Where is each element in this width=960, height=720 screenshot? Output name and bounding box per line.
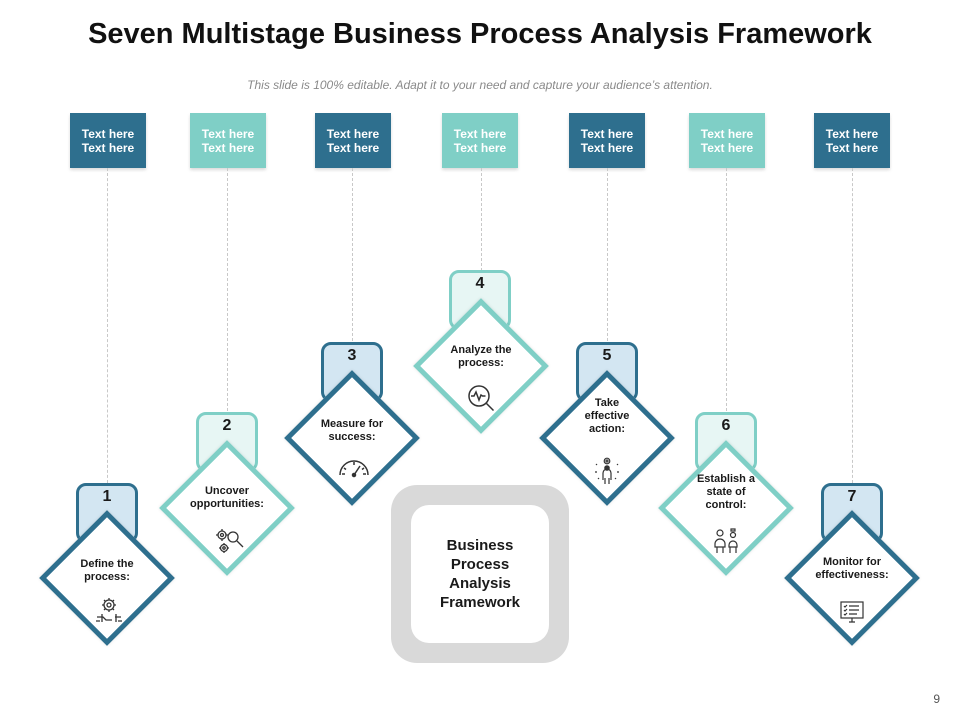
- top-box-line1: Text here: [700, 126, 754, 141]
- people-control-icon: [714, 528, 738, 553]
- top-box-5[interactable]: Text here Text here: [569, 113, 645, 168]
- step-number: 5: [602, 347, 612, 364]
- step-label-2: Uncover opportunities:: [190, 485, 264, 510]
- speedometer-icon: [339, 460, 369, 478]
- connector-line-6: [726, 168, 727, 416]
- step-number: 6: [721, 417, 731, 434]
- top-box-line2: Text here: [453, 140, 507, 155]
- step-number: 7: [847, 488, 857, 505]
- connector-line-5: [607, 168, 608, 346]
- top-box-line2: Text here: [81, 140, 135, 155]
- slide-subtitle: This slide is 100% editable. Adapt it to…: [247, 78, 713, 92]
- process-gear-hand-icon: [96, 598, 122, 622]
- top-box-3[interactable]: Text here Text here: [315, 113, 391, 168]
- connector-line-1: [107, 168, 108, 488]
- top-box-6[interactable]: Text here Text here: [689, 113, 765, 168]
- step-label-5: Take effective action:: [584, 397, 630, 435]
- top-box-line1: Text here: [81, 126, 135, 141]
- step-number: 3: [347, 347, 357, 364]
- page-number: 9: [933, 692, 940, 706]
- step-number: 2: [222, 417, 232, 434]
- center-card: Business Process Analysis Framework: [411, 505, 549, 643]
- center-label: Business Process Analysis Framework: [439, 537, 521, 611]
- top-box-2[interactable]: Text here Text here: [190, 113, 266, 168]
- top-box-line1: Text here: [580, 126, 634, 141]
- top-box-1[interactable]: Text here Text here: [70, 113, 146, 168]
- connector-line-2: [227, 168, 228, 416]
- step-label-3: Measure for success:: [320, 418, 384, 443]
- step-number: 4: [475, 275, 485, 292]
- step-number: 1: [102, 488, 112, 505]
- top-box-line2: Text here: [825, 140, 879, 155]
- step-label-7: Monitor for effectiveness:: [815, 556, 889, 581]
- top-box-line1: Text here: [825, 126, 879, 141]
- person-gear-icon: [595, 457, 619, 484]
- step-label-6: Establish a state of control:: [696, 473, 756, 511]
- connector-line-7: [852, 168, 853, 488]
- top-box-line2: Text here: [580, 140, 634, 155]
- center-frame: Business Process Analysis Framework: [391, 485, 569, 663]
- gears-magnifier-icon: [216, 529, 244, 553]
- top-box-line1: Text here: [453, 126, 507, 141]
- monitor-checklist-icon: [840, 601, 864, 623]
- top-box-line1: Text here: [326, 126, 380, 141]
- slide-title: Seven Multistage Business Process Analys…: [88, 18, 872, 50]
- magnifier-pulse-icon: [468, 385, 495, 412]
- top-box-line2: Text here: [700, 140, 754, 155]
- top-box-7[interactable]: Text here Text here: [814, 113, 890, 168]
- top-box-line2: Text here: [201, 140, 255, 155]
- connector-line-3: [352, 168, 353, 346]
- step-label-1: Define the process:: [80, 558, 134, 583]
- connector-line-4: [481, 168, 482, 276]
- step-label-4: Analyze the process:: [450, 344, 512, 369]
- top-box-4[interactable]: Text here Text here: [442, 113, 518, 168]
- top-box-line2: Text here: [326, 140, 380, 155]
- top-box-line1: Text here: [201, 126, 255, 141]
